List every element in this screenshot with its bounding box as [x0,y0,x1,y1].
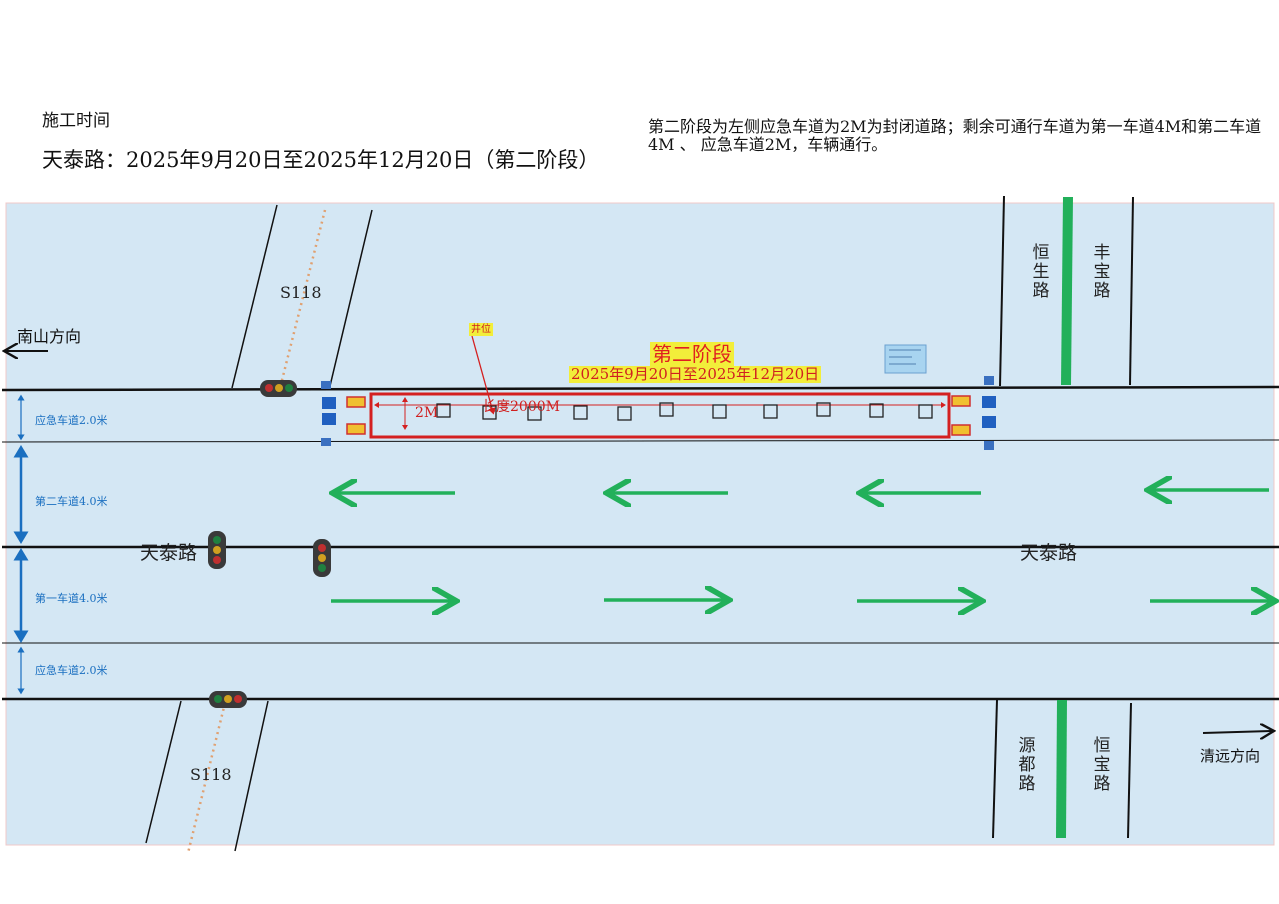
warning-sign [982,396,996,408]
road-name-main-left: 天泰路 [140,542,198,564]
hengsheng-road-edge [999,195,1005,387]
hengbao-road-edge [1127,702,1132,839]
traffic-light-mid-right [313,539,331,577]
phase-description: 第二阶段为左侧应急车道为2M为封闭道路；剩余可通行车道为第一车道4M和第二车道4… [648,117,1262,154]
lane-label-lane2: 第二车道4.0米 [35,495,108,508]
construction-period-title: 天泰路：2025年9月20日至2025年12月20日（第二阶段） [42,148,600,172]
manhole-square [482,405,497,420]
direction-east-label: 清远方向 [1200,747,1261,765]
road-name-fengbao: 丰宝路 [1093,243,1111,301]
barrier-group-left [321,381,366,446]
manhole-square [816,402,831,417]
well-pointer-line [471,335,496,415]
lane-label-lane1: 第一车道4.0米 [35,592,108,605]
traffic-light-bottom-left [209,691,247,708]
manhole-square [617,406,632,421]
traffic-light-top-left [260,380,297,397]
lane-label-emergency-top: 应急车道2.0米 [35,414,108,427]
s118-bottom-centerline [186,702,227,854]
barrier-sign [951,424,971,436]
road-name-s118-top: S118 [280,283,322,302]
traffic-light-yellow [275,384,283,392]
road-edge-top [1,385,1279,392]
yuandu-road-edge [992,699,998,839]
closure-width-label: 2M [415,405,439,421]
traffic-light-green [213,536,221,544]
s118-top-edge-left [231,204,278,389]
lane-divider-emergency-top [1,439,1279,443]
road-name-hengsheng: 恒生路 [1032,243,1050,301]
green-median-top [1061,196,1073,386]
manhole-square [918,404,933,419]
phase-dates: 2025年9月20日至2025年12月20日 [569,365,822,383]
traffic-light-yellow [318,554,326,562]
manhole-square [527,406,542,421]
traffic-light-mid-left [208,531,226,569]
warning-sign [984,376,994,385]
closure-zone [369,392,951,439]
lane-label-emergency-bottom: 应急车道2.0米 [35,664,108,677]
warning-sign [322,397,336,409]
s118-top-edge-right [329,209,373,387]
traffic-light-red [265,384,273,392]
green-median-bottom [1056,699,1067,839]
manhole-square [659,402,674,417]
fengbao-road-edge [1129,196,1134,386]
traffic-light-red [234,695,242,703]
barrier-sign [951,395,971,407]
traffic-light-red [213,556,221,564]
map-background [5,202,1275,846]
closure-length-label: 长度2000M [482,399,560,415]
barrier-sign [346,423,366,435]
road-name-hengbao: 恒宝路 [1093,736,1111,794]
warning-sign [982,416,996,428]
barrier-group-right [951,376,996,450]
well-label: 井位 [469,323,493,336]
s118-top-centerline [278,209,327,389]
barrier-sign [346,396,366,408]
manhole-square [573,405,588,420]
warning-sign [321,381,331,389]
traffic-light-green [318,564,326,572]
direction-west-label: 南山方向 [17,327,82,346]
info-board [884,344,927,374]
construction-time-label: 施工时间 [42,111,110,131]
traffic-light-green [214,695,222,703]
manhole-square [763,404,778,419]
east-direction-arrow [1202,731,1272,733]
traffic-light-yellow [213,546,221,554]
warning-sign [984,441,994,450]
road-name-yuandu: 源都路 [1018,736,1036,794]
manhole-square [436,403,451,418]
manhole-square [869,403,884,418]
s118-bottom-edge-right [234,700,269,852]
road-name-main-right: 天泰路 [1020,542,1078,564]
traffic-light-green [285,384,293,392]
traffic-light-yellow [224,695,232,703]
phase-title: 第二阶段 [650,342,734,366]
traffic-light-red [318,544,326,552]
manhole-square [712,404,727,419]
road-name-s118-bottom: S118 [190,765,232,784]
manhole-group [436,402,933,421]
warning-sign [322,413,336,425]
warning-sign [321,438,331,446]
s118-bottom-edge-left [145,700,182,844]
